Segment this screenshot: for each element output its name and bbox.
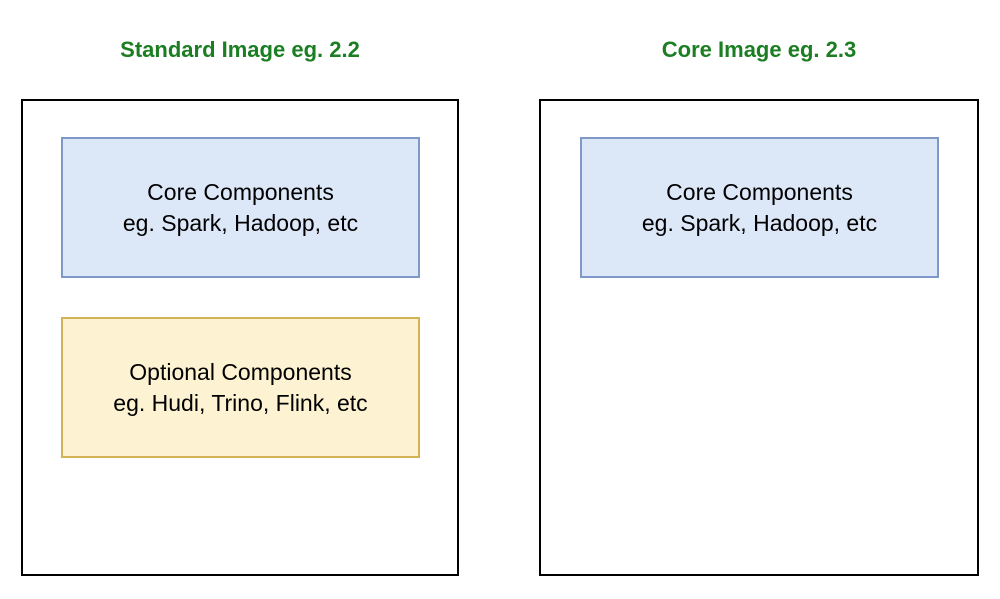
core-image-title: Core Image eg. 2.3 xyxy=(661,37,857,62)
optional-components-box: Optional Components eg. Hudi, Trino, Fli… xyxy=(61,317,420,458)
core-image-panel: Core Components eg. Spark, Hadoop, etc xyxy=(539,99,979,576)
core-components-box: Core Components eg. Spark, Hadoop, etc xyxy=(61,137,420,278)
optional-components-label-line1: Optional Components xyxy=(129,358,352,385)
standard-image-title: Standard Image eg. 2.2 xyxy=(120,37,360,62)
core-components-label-line2: eg. Spark, Hadoop, etc xyxy=(122,209,359,236)
core-components-box: Core Components eg. Spark, Hadoop, etc xyxy=(580,137,939,278)
standard-image-panel: Core Components eg. Spark, Hadoop, etc O… xyxy=(21,99,459,576)
optional-components-label-line2: eg. Hudi, Trino, Flink, etc xyxy=(113,389,368,416)
core-components-label-line1: Core Components xyxy=(147,178,334,205)
core-components-label-line1: Core Components xyxy=(666,178,853,205)
core-components-label-line2: eg. Spark, Hadoop, etc xyxy=(641,209,878,236)
